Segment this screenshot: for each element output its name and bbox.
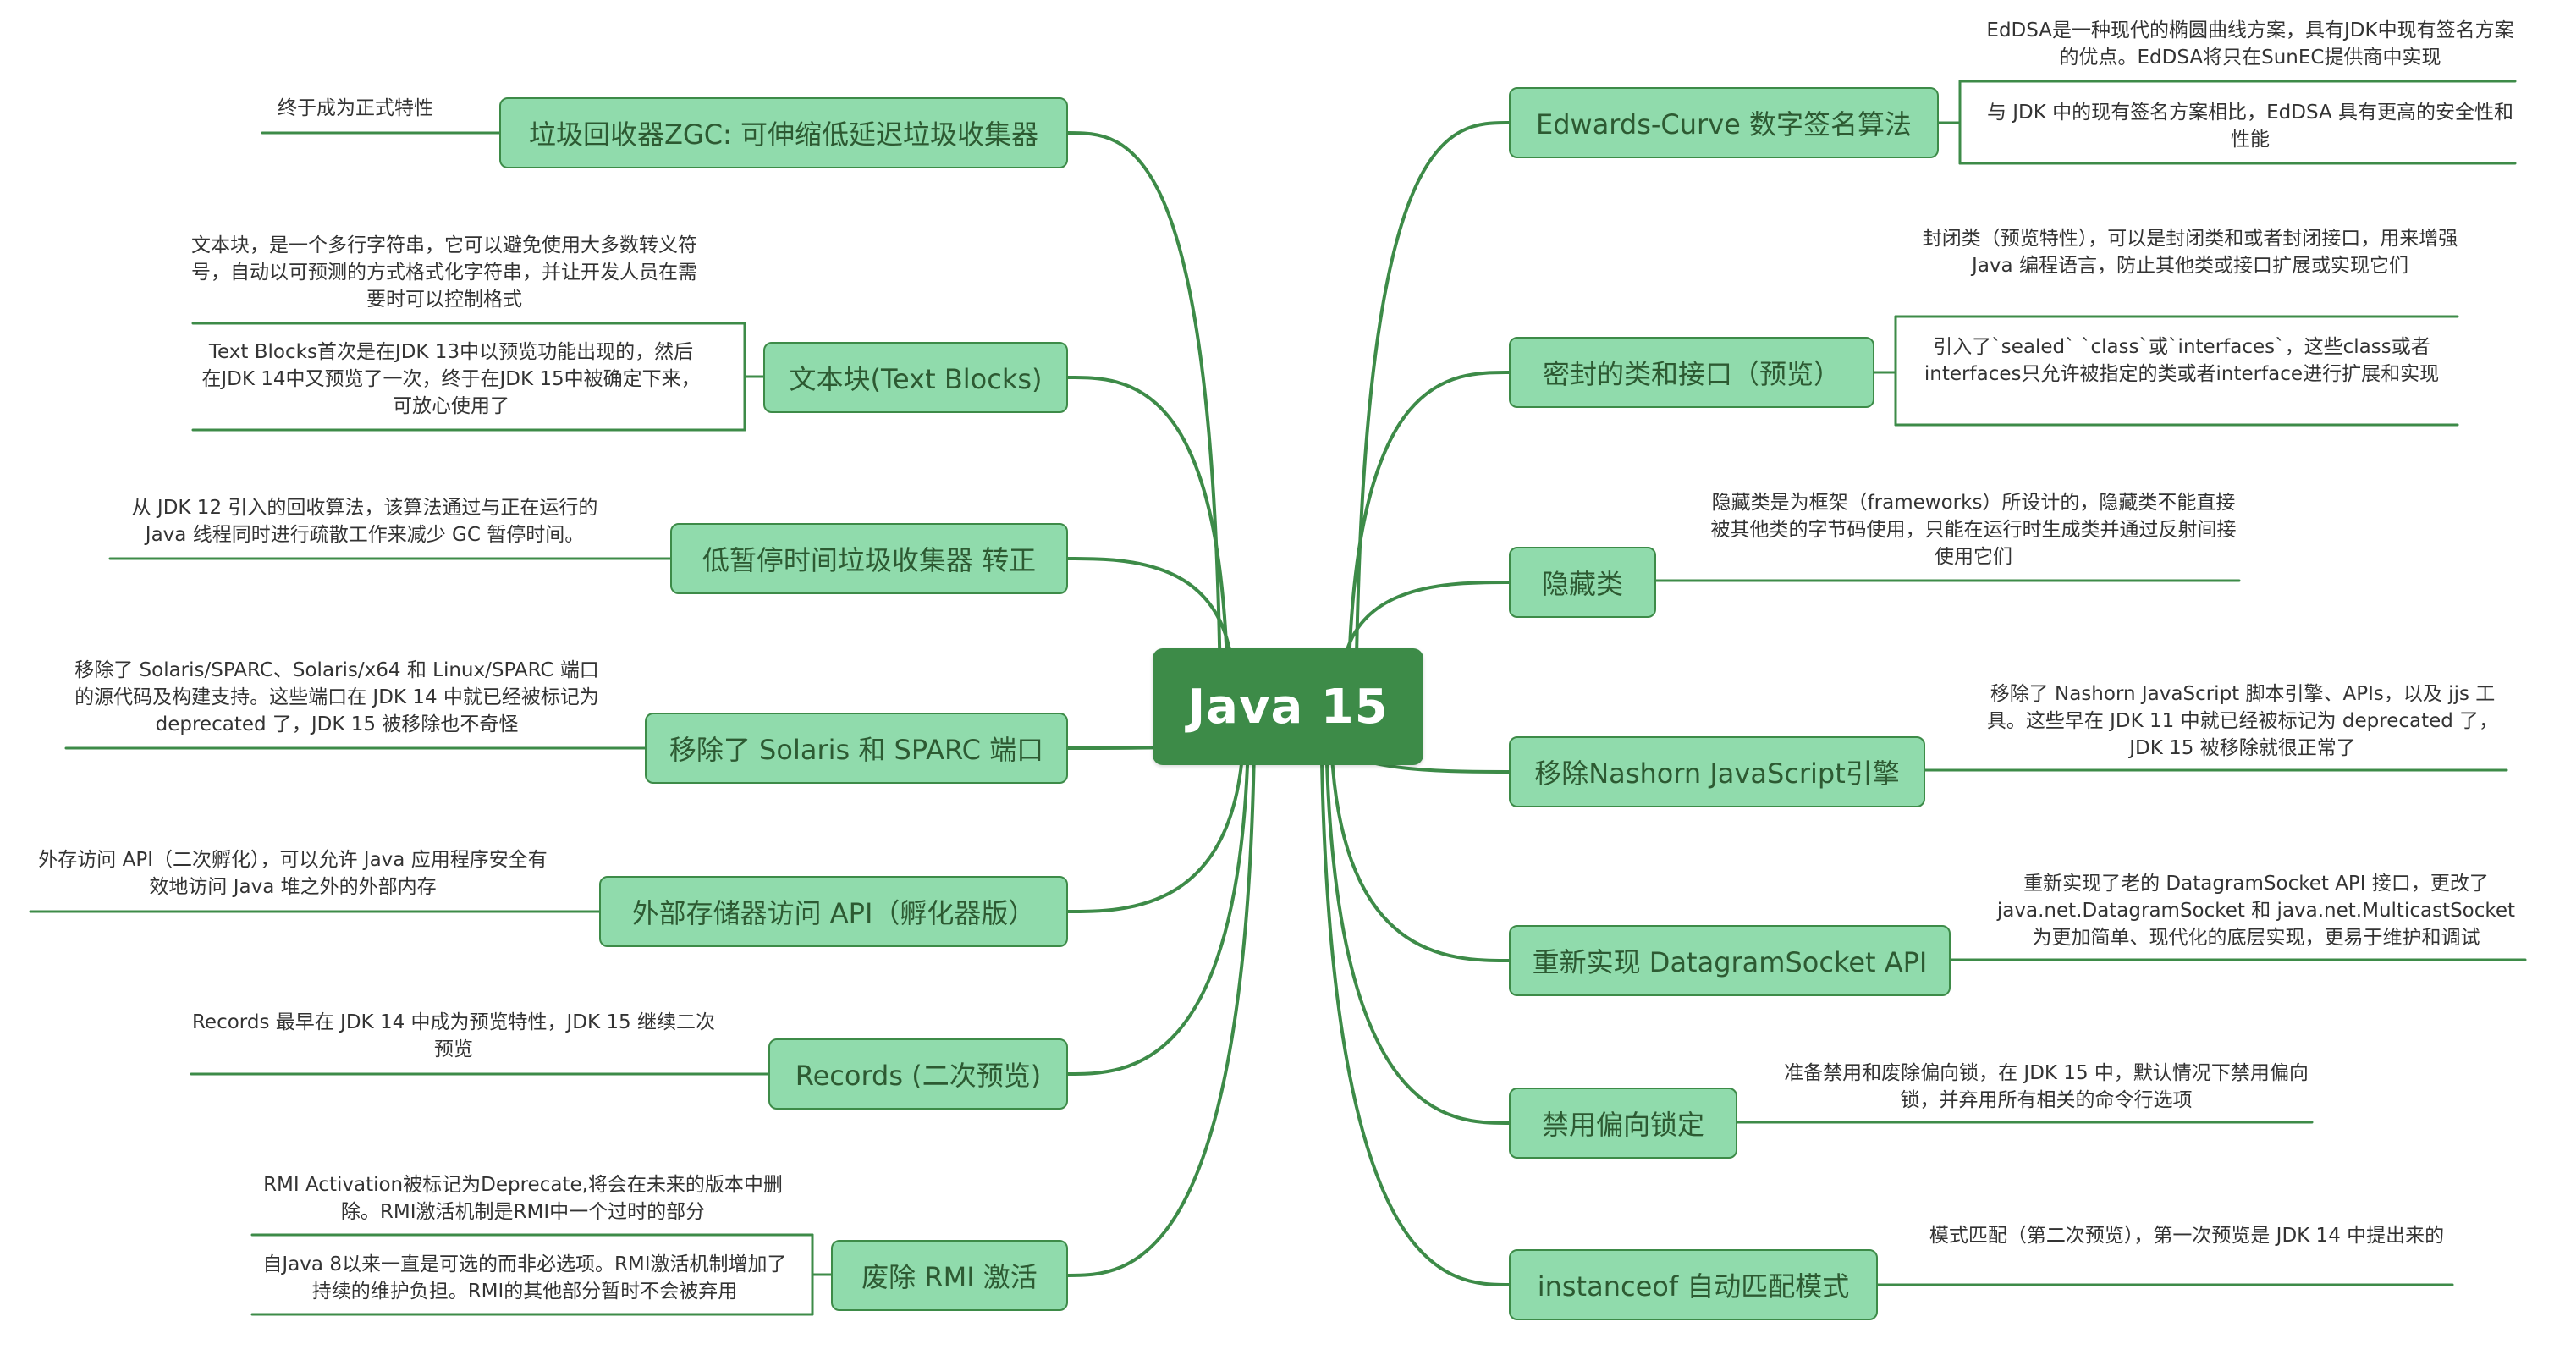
note-foreign-memory-1: 外存访问 API（二次孵化），可以允许 Java 应用程序安全有效地访问 Jav… <box>38 849 548 898</box>
note-records-1: Records 最早在 JDK 14 中成为预览特性，JDK 15 继续二次预览 <box>191 1011 715 1060</box>
topic-hidden-classes-branch <box>1340 581 1511 675</box>
topic-shenandoah-branch <box>1066 557 1235 675</box>
topic-solaris-sparc[interactable]: 移除了 Solaris 和 SPARC 端口 <box>645 713 1068 784</box>
topic-remove-nashorn[interactable]: 移除Nashorn JavaScript引擎 <box>1509 736 1925 807</box>
topic-records-branch <box>1066 739 1251 1076</box>
topic-sealed-classes-branch <box>1346 371 1511 675</box>
topic-eddsa[interactable]: Edwards-Curve 数字签名算法 <box>1509 87 1939 158</box>
topic-rmi-activation[interactable]: 废除 RMI 激活 <box>831 1240 1068 1311</box>
note-text-blocks-2: Text Blocks首次是在JDK 13中以预览功能出现的，然后在JDK 14… <box>201 341 701 417</box>
topic-zgc-branch <box>1066 131 1222 675</box>
note-biased-1: 准备禁用和废除偏向锁，在 JDK 15 中，默认情况下禁用偏向锁，并弃用所有相关… <box>1784 1062 2309 1111</box>
topic-datagram-socket[interactable]: 重新实现 DatagramSocket API <box>1509 925 1951 996</box>
note-rmi-2: 自Java 8以来一直是可选的而非必选项。RMI激活机制增加了持续的维护负担。R… <box>262 1253 787 1303</box>
note-eddsa-1: EdDSA是一种现代的椭圆曲线方案，具有JDK中现有签名方案的优点。EdDSA将… <box>1986 19 2514 69</box>
note-instanceof-1: 模式匹配（第二次预览），第一次预览是 JDK 14 中提出来的 <box>1929 1225 2445 1247</box>
topic-sealed-classes[interactable]: 密封的类和接口（预览） <box>1509 337 1874 408</box>
note-sealed-1: 封闭类（预览特性），可以是封闭类和或者封闭接口，用来增强 Java 编程语言，防… <box>1922 228 2458 277</box>
topic-foreign-memory-branch <box>1066 739 1246 913</box>
note-sealed-2: 引入了`sealed` `class`或`interfaces`，这些class… <box>1924 336 2440 385</box>
note-solaris-1: 移除了 Solaris/SPARC、Solaris/x64 和 Linux/SP… <box>74 659 599 735</box>
note-text-blocks-1: 文本块，是一个多行字符串，它可以避免使用大多数转义符号，自动以可预测的方式格式化… <box>191 234 697 311</box>
topic-foreign-memory[interactable]: 外部存储器访问 API（孵化器版） <box>599 876 1068 947</box>
topic-zgc[interactable]: 垃圾回收器ZGC: 可伸缩低延迟垃圾收集器 <box>499 97 1068 168</box>
topic-records[interactable]: Records (二次预览) <box>768 1038 1068 1110</box>
topic-instanceof-branch <box>1319 739 1511 1286</box>
topic-biased-locking[interactable]: 禁用偏向锁定 <box>1509 1088 1737 1159</box>
note-rmi-1: RMI Activation被标记为Deprecate,将会在未来的版本中删除。… <box>263 1174 783 1223</box>
note-zgc-1: 终于成为正式特性 <box>278 97 433 119</box>
topic-text-blocks[interactable]: 文本块(Text Blocks) <box>763 342 1068 413</box>
note-shenandoah-1: 从 JDK 12 引入的回收算法，该算法通过与正在运行的 Java 线程同时进行… <box>131 497 598 546</box>
topic-datagram-socket-branch <box>1329 739 1511 962</box>
note-eddsa-2: 与 JDK 中的现有签名方案相比，EdDSA 具有更高的安全性和性能 <box>1986 102 2514 151</box>
topic-shenandoah[interactable]: 低暂停时间垃圾收集器 转正 <box>670 523 1068 594</box>
topic-text-blocks-branch <box>1066 376 1230 675</box>
topic-rmi-activation-branch <box>1066 739 1257 1277</box>
note-nashorn-1: 移除了 Nashorn JavaScript 脚本引擎、APIs，以及 jjs … <box>1986 683 2499 759</box>
note-datagram-1: 重新实现了老的 DatagramSocket API 接口，更改了 java.n… <box>1996 873 2516 949</box>
note-hidden-1: 隐藏类是为框架（frameworks）所设计的，隐藏类不能直接被其他类的字节码使… <box>1710 492 2237 568</box>
topic-hidden-classes[interactable]: 隐藏类 <box>1509 547 1656 618</box>
topic-biased-locking-branch <box>1324 739 1511 1125</box>
topic-eddsa-branch <box>1354 121 1511 675</box>
central-topic[interactable]: Java 15 <box>1153 648 1423 765</box>
topic-instanceof[interactable]: instanceof 自动匹配模式 <box>1509 1249 1878 1320</box>
